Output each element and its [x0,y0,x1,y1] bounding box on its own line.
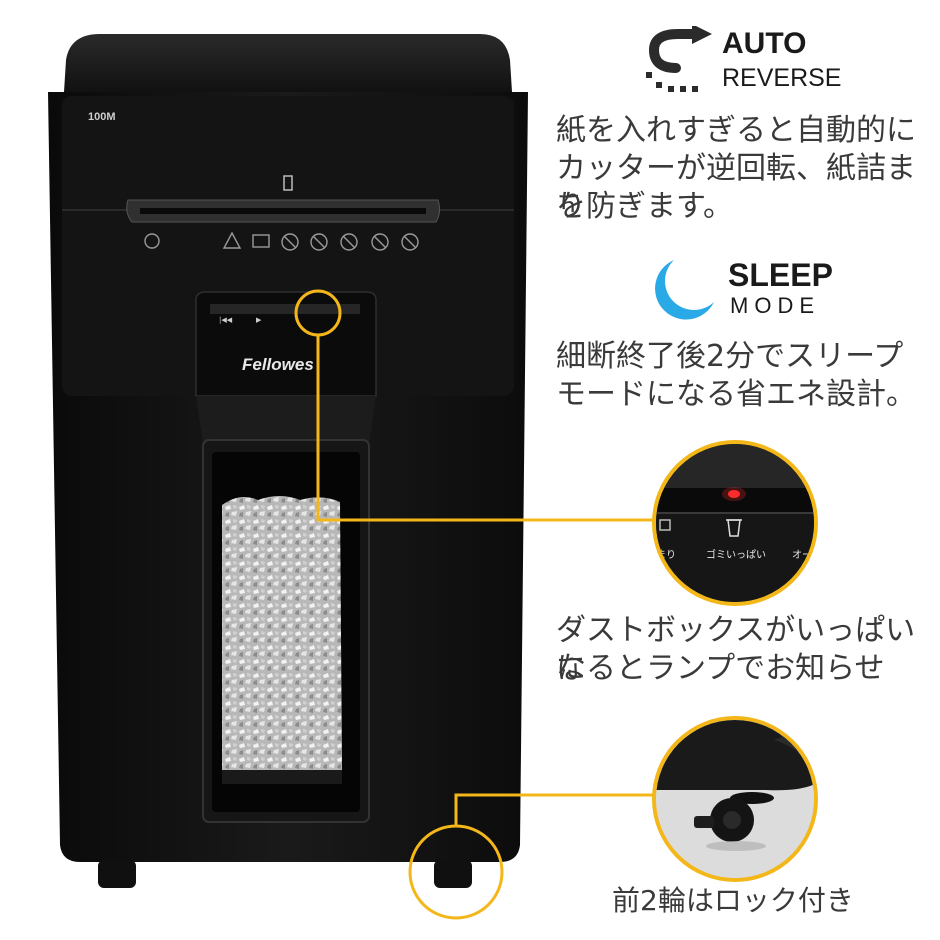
sleep-mode-description-1: 細断終了後2分でスリープ [556,339,904,374]
wheel-lock-lever-icon [694,816,714,828]
front-right-wheel [434,860,472,888]
auto-reverse-title: AUTO [722,27,807,60]
sleep-mode-subtitle: MODE [730,293,820,318]
shredder-lid [64,34,512,92]
warning-icons-row [144,231,419,251]
wheels-caption: 前2輪はロック付き [612,884,854,917]
auto-reverse-subtitle: REVERSE [722,64,842,92]
bin-full-zoom-circle: まり ゴミいっぱい オー [652,440,818,606]
paper-jam-icon [659,519,671,531]
auto-reverse-description-2: カッターが逆回転、紙詰まり [556,151,916,224]
brand-logo: Fellowes [242,355,314,374]
zoom-label-overheat: オー [792,550,812,561]
bin-full-led [728,490,740,498]
callout-lines [294,289,656,920]
sleep-mode-title: SLEEP [728,257,833,293]
wheel-zoom-circle [652,716,818,882]
bin-full-description-1: ダストボックスがいっぱいに [556,613,916,686]
reverse-button-icon: |◀◀ [219,316,233,324]
moon-icon [655,260,714,320]
model-label: 100M [88,111,116,123]
paper-slot-icon [283,175,293,191]
auto-reverse-description-3: を防ぎます。 [556,189,733,224]
sleep-mode-description-2: モードになる省エネ設計。 [556,377,916,412]
control-panel [195,291,377,397]
bin-full-description-2: なるとランプでお知らせ [556,651,885,686]
start-button-icon: ▶ [256,316,262,324]
auto-reverse-description-1: 紙を入れすぎると自動的に [556,113,916,148]
zoom-label-paper-jam: まり [656,550,676,561]
auto-reverse-arrow-icon [646,26,712,92]
zoom-label-bin-full: ゴミいっぱい [706,550,766,561]
rear-left-wheel [98,860,136,888]
shredded-paper-view [222,496,342,770]
